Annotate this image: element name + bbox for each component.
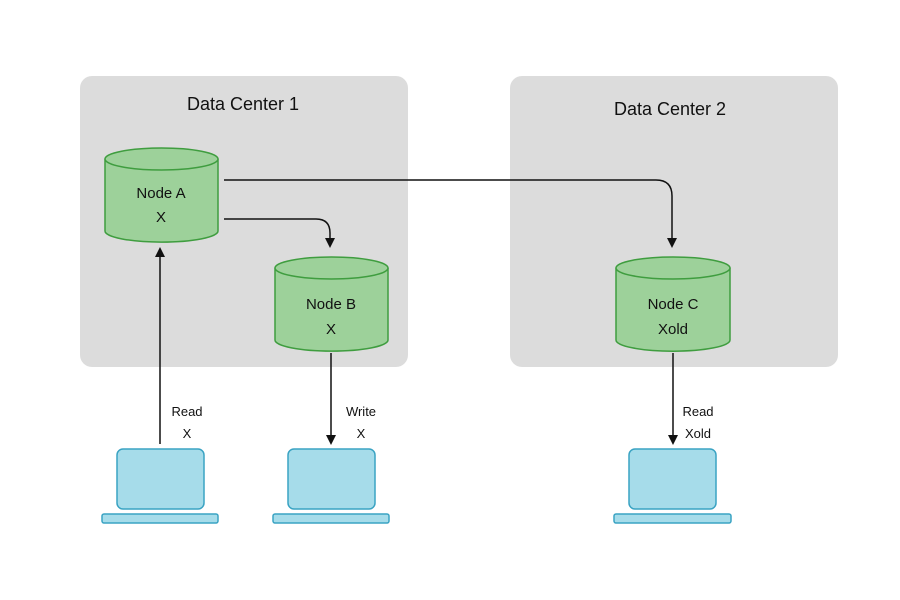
database-icon (274, 256, 389, 352)
client-3: Read Xold (613, 353, 732, 524)
node-a: Node A X (104, 147, 219, 243)
database-icon (104, 147, 219, 243)
node-b: Node B X (274, 256, 389, 352)
laptop-icon (272, 448, 390, 524)
datacenter-2-title: Data Center 2 (614, 99, 726, 119)
client-2-op-label: Write (346, 404, 376, 419)
replication-arrow-a-to-c (224, 179, 677, 248)
node-c-name: Node C (648, 296, 699, 313)
node-a-value: X (156, 209, 166, 226)
replication-arrow-a-to-b (224, 218, 335, 248)
datacenter-2: Data Center 2 (510, 76, 838, 367)
datacenter-1-title: Data Center 1 (187, 94, 299, 114)
client-1-op-label: Read (171, 404, 202, 419)
database-icon (615, 256, 731, 352)
client-3-op-label: Read (682, 404, 713, 419)
client-1: Read X (101, 247, 219, 524)
client-1-value-label: X (183, 426, 192, 441)
node-b-name: Node B (306, 296, 356, 313)
client-3-value-label: Xold (685, 426, 711, 441)
node-b-value: X (326, 321, 336, 338)
client-2-value-label: X (357, 426, 366, 441)
laptop-icon (101, 448, 219, 524)
client-2: Write X (272, 353, 390, 524)
datacenter-2-box (510, 76, 838, 367)
node-c: Node C Xold (615, 256, 731, 352)
node-c-value: Xold (658, 321, 688, 338)
node-a-name: Node A (136, 185, 185, 202)
laptop-icon (613, 448, 732, 524)
